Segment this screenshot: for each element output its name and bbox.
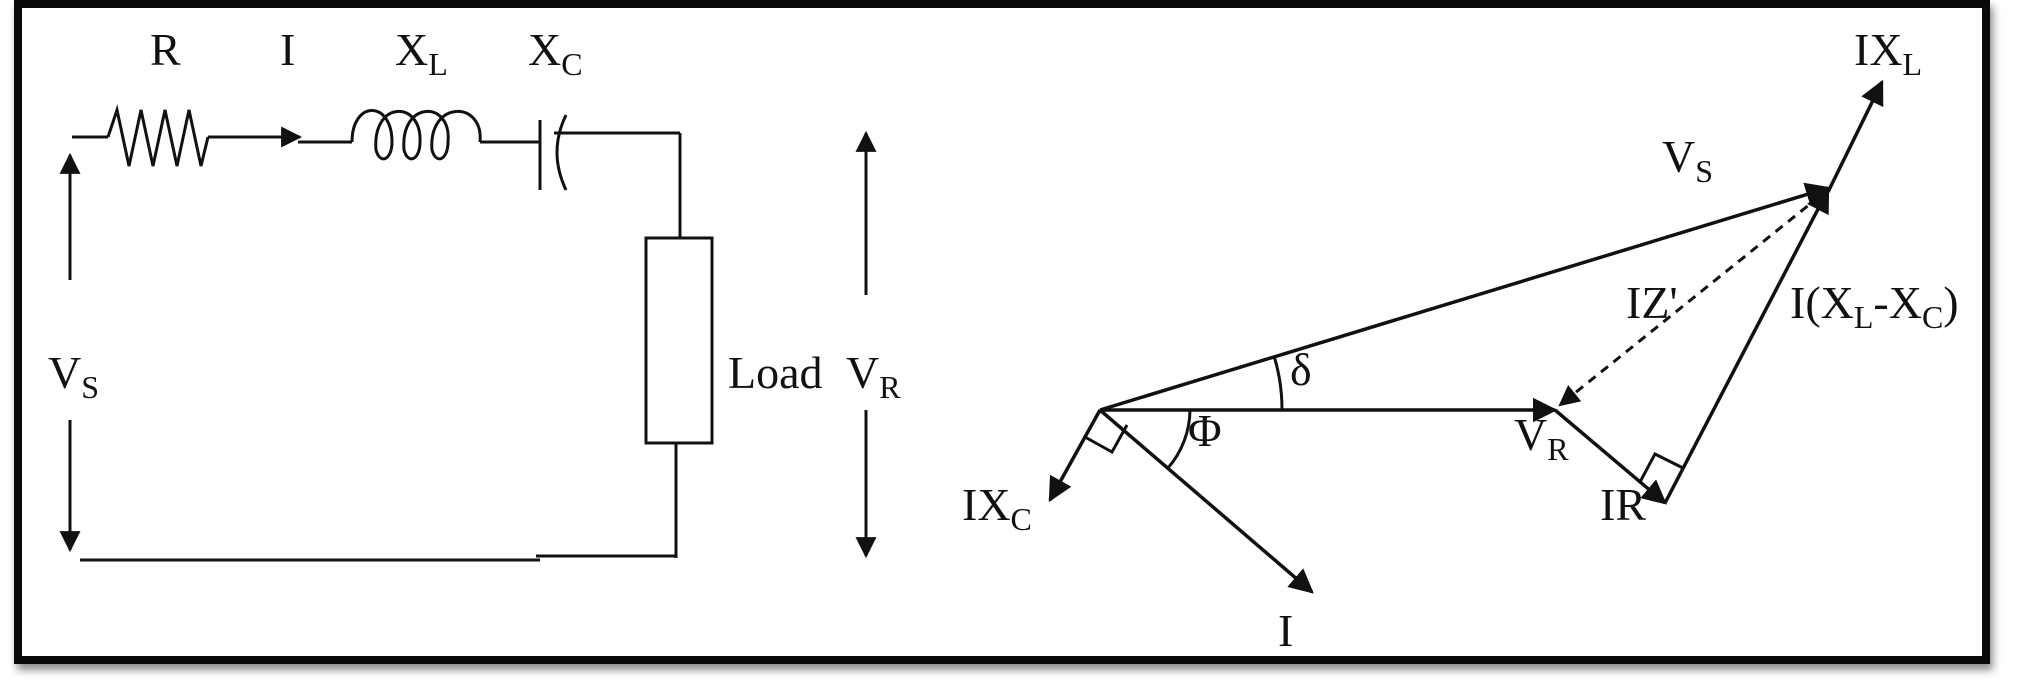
receiving-voltage-label: VR <box>846 347 901 405</box>
capacitor-plate-2 <box>555 114 568 191</box>
ixl-phasor <box>1826 79 1884 193</box>
right-angle-ixc <box>1084 424 1129 455</box>
net-reactance-phasor <box>1663 187 1830 504</box>
delta-label: δ <box>1290 344 1312 395</box>
ir-phasor <box>1553 408 1667 505</box>
vs-phasor <box>1099 182 1831 412</box>
inductor <box>350 109 482 161</box>
phi-label: Φ <box>1188 405 1222 456</box>
inductor-label: XL <box>395 24 448 82</box>
series-circuit: R I XL XC VS Load VR <box>48 24 901 562</box>
vs-label: VS <box>1662 131 1713 189</box>
phi-arc <box>1166 409 1192 469</box>
load-box <box>644 236 714 445</box>
i-phasor <box>1098 408 1314 594</box>
load-label: Load <box>728 347 823 398</box>
right-angle-ir <box>1638 452 1684 483</box>
delta-arc <box>1272 355 1284 411</box>
net-reactance-label: I(XL-XC) <box>1790 277 1959 335</box>
source-voltage-label: VS <box>48 347 99 405</box>
diagram-frame <box>14 0 1990 664</box>
capacitor-label: XC <box>528 24 583 82</box>
ixc-phasor <box>1048 409 1102 503</box>
current-label: I <box>280 24 295 75</box>
resistor-label: R <box>150 24 181 75</box>
ixl-label: IXL <box>1854 24 1922 82</box>
iz-label: IZ' <box>1626 277 1678 328</box>
phasor-diagram: IXL VS IZ' I(XL-XC) δ Φ VR IXC IR I <box>962 24 1959 656</box>
i-label: I <box>1278 605 1293 656</box>
ixc-label: IXC <box>962 479 1032 537</box>
resistor <box>106 104 210 167</box>
iz-phasor <box>1558 194 1821 407</box>
ir-label: IR <box>1600 479 1646 530</box>
vr-label: VR <box>1514 409 1569 467</box>
